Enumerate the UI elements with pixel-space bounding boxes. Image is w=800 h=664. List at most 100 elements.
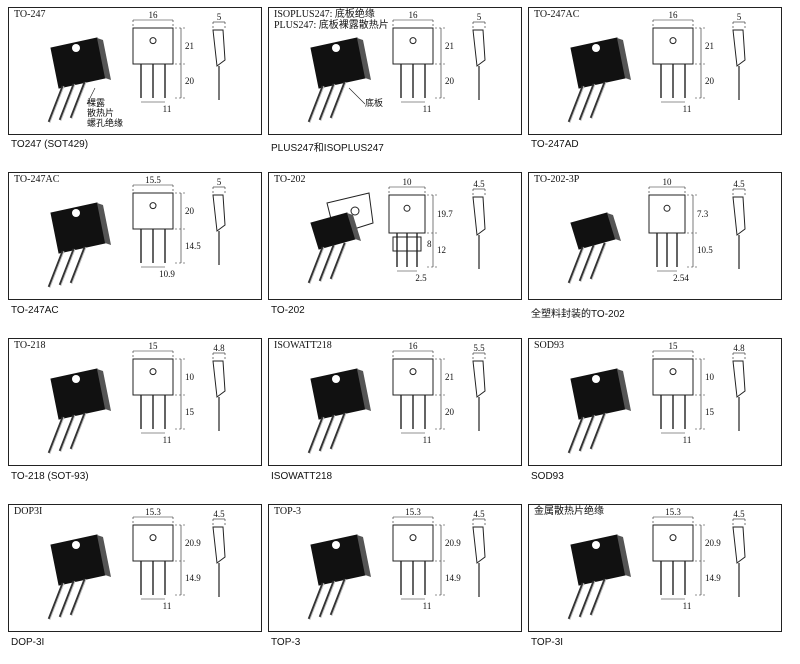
front-outline <box>132 515 185 600</box>
side-body <box>212 526 226 564</box>
dim-upper-height: 20.9 <box>445 538 461 548</box>
side-outline <box>212 517 226 597</box>
dim-upper-height: 21 <box>445 372 454 382</box>
lead <box>69 81 87 119</box>
mounting-hole <box>592 375 600 383</box>
package-caption: DOP-3I <box>11 637 45 648</box>
dim-thickness: 4.5 <box>733 509 745 519</box>
component-illustration <box>567 37 631 123</box>
mounting-hole <box>592 44 600 52</box>
package-label: TOP-3 <box>274 506 302 517</box>
side-body <box>472 29 486 67</box>
dim-width: 15.3 <box>405 507 421 517</box>
front-outline <box>132 349 185 434</box>
dim-upper-height: 21 <box>185 41 194 51</box>
package-label: TO-247AC <box>14 174 60 185</box>
package-caption: ISOWATT218 <box>271 471 333 482</box>
lead <box>589 81 607 119</box>
package-caption: TO-247AD <box>531 139 579 150</box>
dim-thickness: 4.5 <box>473 509 485 519</box>
package-note: 底板 <box>365 97 383 109</box>
dim-lower-height: 14.9 <box>705 573 721 583</box>
dim-upper-height: 10 <box>705 372 715 382</box>
package-label: ISOWATT218 <box>274 340 332 351</box>
lead <box>47 250 65 288</box>
package-label: TO-202-3P <box>534 174 580 185</box>
side-outline <box>732 187 746 269</box>
lead <box>58 83 76 121</box>
dim-pin-spacing: 11 <box>163 104 172 114</box>
lead <box>578 414 596 452</box>
dim-lower-height: 20 <box>705 76 715 86</box>
dim-pin-spacing: 11 <box>683 601 692 611</box>
outline-hole <box>403 204 411 212</box>
outline-body <box>652 524 694 562</box>
lead <box>307 416 325 454</box>
package-note: 散热片 <box>87 107 114 119</box>
lead <box>578 580 596 618</box>
side-outline <box>472 517 486 597</box>
component-illustration <box>47 202 111 288</box>
component-side <box>617 38 631 80</box>
outline-body <box>388 194 426 234</box>
component-side <box>97 369 111 411</box>
dim-lower-height: 15 <box>185 407 195 417</box>
lead <box>329 242 347 280</box>
dim-thickness: 4.5 <box>733 179 745 189</box>
component-illustration <box>307 368 371 454</box>
dim-upper-height: 21 <box>705 41 714 51</box>
front-outline <box>388 185 437 272</box>
package-label: TO-202 <box>274 174 306 185</box>
package-caption: TO-218 (SOT-93) <box>11 471 89 482</box>
side-body <box>732 526 746 564</box>
dim-upper-height: 19.7 <box>437 209 453 219</box>
side-outline <box>732 351 746 431</box>
component-illustration <box>47 534 111 620</box>
package-caption: TO-247AC <box>11 305 59 316</box>
package-caption: TO-202 <box>271 305 305 316</box>
outline-hole <box>149 368 157 376</box>
component-illustration <box>567 212 621 284</box>
lead <box>567 246 585 284</box>
dim-lower-height: 14.9 <box>185 573 201 583</box>
component-illustration <box>567 368 631 454</box>
front-outline <box>132 183 185 268</box>
component-side <box>607 213 621 241</box>
side-outline <box>212 185 226 265</box>
lead <box>69 578 87 616</box>
side-body <box>472 360 486 398</box>
dim-width: 10 <box>403 177 413 187</box>
package-caption: 全塑料封装的TO-202 <box>531 309 625 320</box>
dim-pin-spacing: 11 <box>683 104 692 114</box>
outline-body <box>392 358 434 396</box>
side-body <box>212 194 226 232</box>
side-outline <box>472 187 486 269</box>
side-body <box>732 29 746 67</box>
mounting-hole <box>72 541 80 549</box>
dim-upper-height: 21 <box>445 41 454 51</box>
lead <box>329 578 347 616</box>
dim-pin-spacing: 2.54 <box>673 273 689 283</box>
dim-pin-spacing: 11 <box>683 435 692 445</box>
dim-width: 10 <box>663 177 673 187</box>
dim-thickness: 4.5 <box>473 179 485 189</box>
outline-hole <box>409 37 417 45</box>
lead <box>567 85 585 123</box>
component-side <box>97 38 111 80</box>
dim-pin-spacing: 11 <box>423 601 432 611</box>
mounting-hole <box>72 209 80 217</box>
outline-hole <box>409 368 417 376</box>
